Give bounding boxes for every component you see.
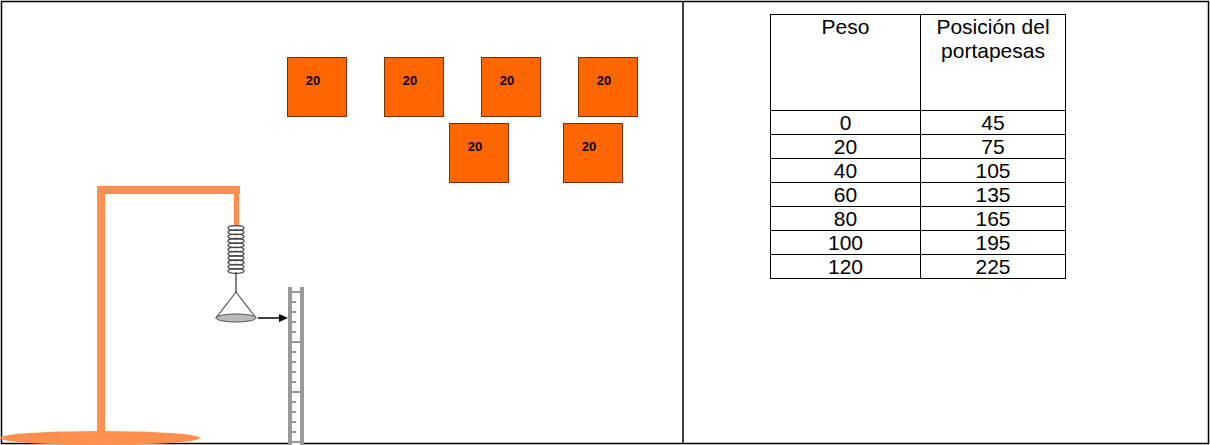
table-header: Posición del portapesas (921, 15, 1066, 111)
weight-label: 20 (450, 124, 508, 154)
stand-pole (97, 186, 105, 438)
cell-text: 20 (834, 135, 857, 158)
header-text: Peso (822, 15, 870, 38)
table-cell: 195 (921, 231, 1066, 255)
weight-label: 20 (385, 58, 443, 88)
cell-text: 120 (828, 255, 863, 278)
table-cell: 135 (921, 183, 1066, 207)
table-cell: 20 (771, 135, 921, 159)
ruler-tick (292, 352, 296, 353)
cell-text: 75 (981, 135, 1004, 158)
weight-box: 20 (578, 57, 638, 117)
ruler-tick (292, 342, 300, 343)
ruler-tick (292, 402, 296, 403)
weight-label: 20 (288, 58, 346, 88)
table-cell: 60 (771, 183, 921, 207)
ruler-tick (292, 382, 296, 383)
weight-label: 20 (564, 124, 622, 154)
ruler-tick (292, 302, 296, 303)
ruler-tick (292, 322, 296, 323)
cell-text: 40 (834, 159, 857, 182)
table-cell: 80 (771, 207, 921, 231)
divider (682, 2, 684, 444)
weight-holder-plate (216, 314, 256, 322)
weight-box: 20 (384, 57, 444, 117)
table-cell: 225 (921, 255, 1066, 279)
header-text: Posición del portapesas (936, 15, 1049, 62)
table-header: Peso (771, 15, 921, 111)
table-cell: 0 (771, 111, 921, 135)
ruler-tick (292, 412, 296, 413)
ruler-tick (292, 332, 296, 333)
table-cell: 105 (921, 159, 1066, 183)
cell-text: 0 (840, 111, 852, 134)
weight-box: 20 (449, 123, 509, 183)
ruler-tick (292, 432, 296, 433)
ruler-tick (292, 442, 300, 443)
weight-box: 20 (563, 123, 623, 183)
table-cell: 75 (921, 135, 1066, 159)
cell-text: 80 (834, 207, 857, 230)
ruler-ticks (292, 292, 300, 442)
ruler-tick (292, 312, 296, 313)
weight-box: 20 (481, 57, 541, 117)
pointer-arrowhead (279, 314, 288, 322)
cell-text: 165 (975, 207, 1010, 230)
weight-label: 20 (482, 58, 540, 88)
ruler-tick (292, 362, 296, 363)
cell-text: 45 (981, 111, 1004, 134)
stand-hook (234, 186, 239, 226)
ruler-tick (292, 372, 296, 373)
spring-hook (235, 272, 237, 292)
ruler-face (292, 287, 300, 445)
data-table: Peso Posición del portapesas 0 45 20 75 40 105 6… (770, 14, 1066, 279)
cell-text: 105 (975, 159, 1010, 182)
ruler-tick (292, 392, 300, 393)
cell-text: 135 (975, 183, 1010, 206)
ruler (288, 287, 304, 445)
cell-text: 60 (834, 183, 857, 206)
table-cell: 40 (771, 159, 921, 183)
ruler-tick (292, 422, 296, 423)
table-cell: 120 (771, 255, 921, 279)
pointer-arrow (258, 317, 280, 319)
cell-text: 100 (828, 231, 863, 254)
table-cell: 165 (921, 207, 1066, 231)
cell-text: 225 (975, 255, 1010, 278)
stand-arm (97, 186, 240, 194)
cell-text: 195 (975, 231, 1010, 254)
ruler-tick (292, 292, 300, 293)
weight-box: 20 (287, 57, 347, 117)
table-cell: 45 (921, 111, 1066, 135)
weight-label: 20 (579, 58, 637, 88)
spring (228, 226, 244, 274)
table-cell: 100 (771, 231, 921, 255)
